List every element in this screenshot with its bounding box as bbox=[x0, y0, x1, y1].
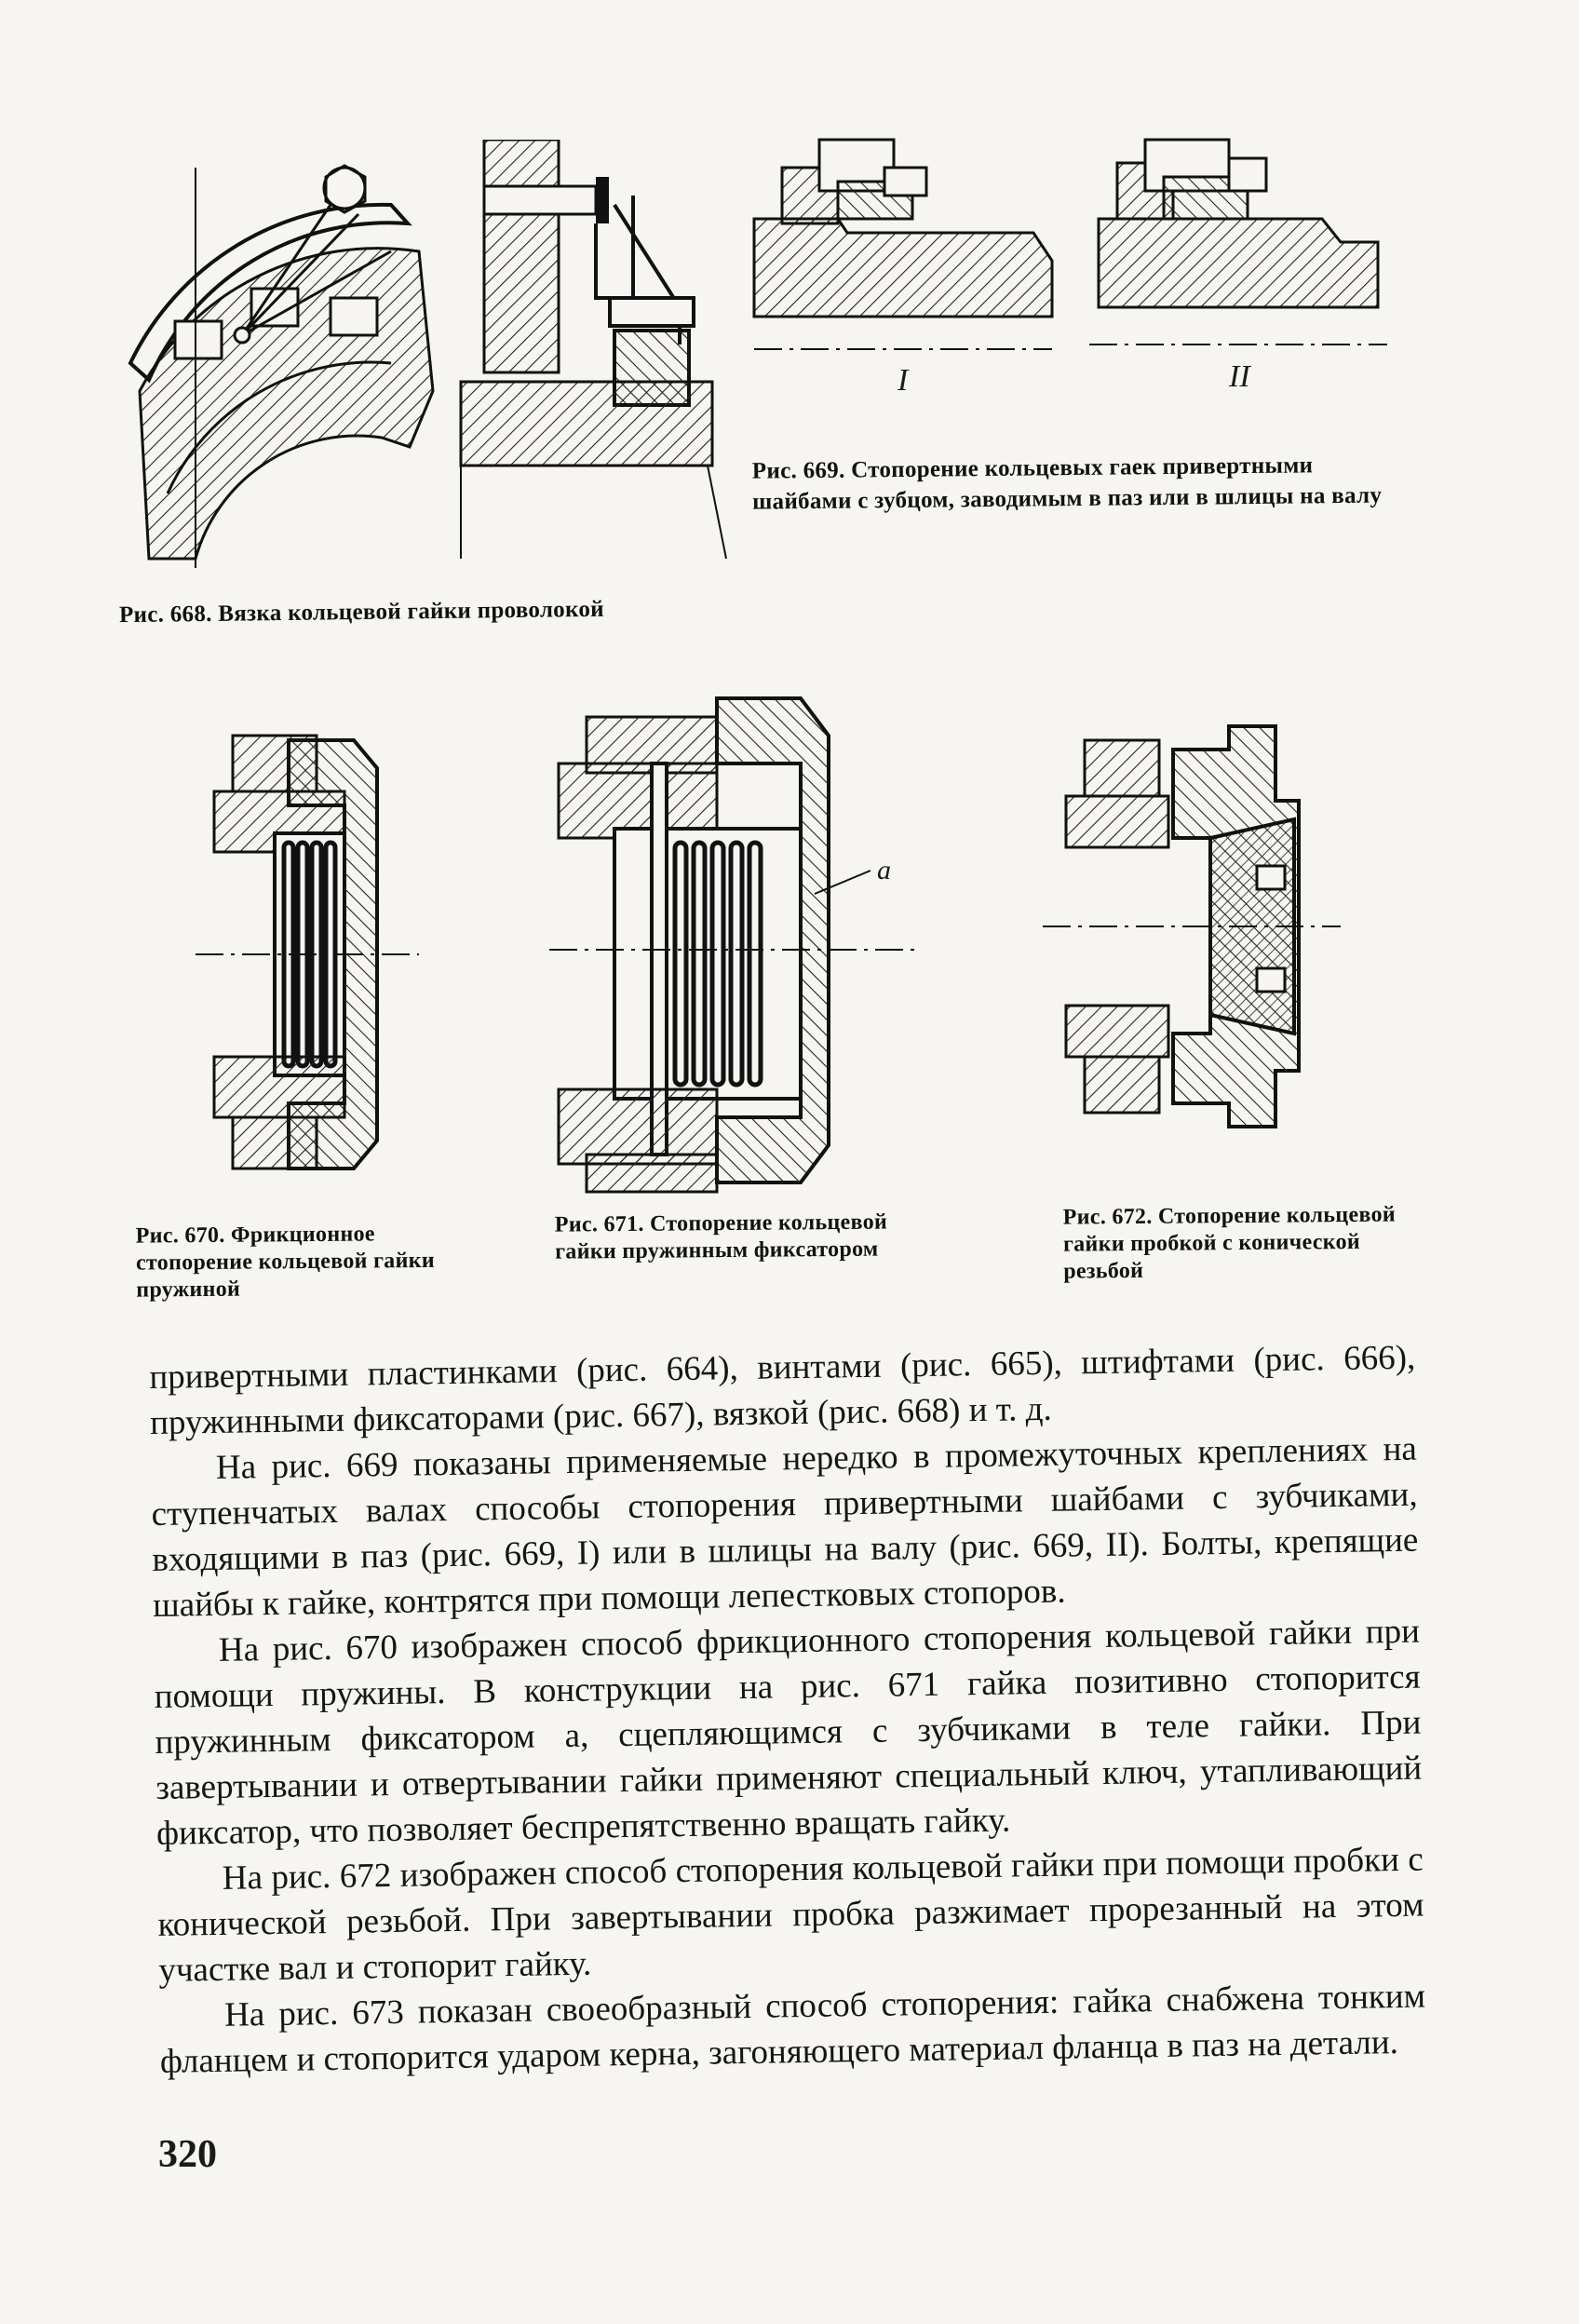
figure-671-drawing bbox=[549, 680, 922, 1201]
figure-669-drawing bbox=[745, 130, 1415, 428]
paragraph-4: На рис. 672 изображен способ стопорения … bbox=[157, 1840, 1424, 1990]
figure-670-drawing bbox=[186, 731, 428, 1178]
figure-669-caption: Рис. 669. Стопорение кольцевых гаек прив… bbox=[751, 453, 1383, 515]
figure-668-caption: Рис. 668. Вязка кольцевой гайки проволок… bbox=[118, 596, 605, 628]
figure-670-caption: Рис. 670. Фрикционное стопорение кольцев… bbox=[135, 1222, 436, 1303]
paragraph-3: На рис. 670 изображен способ фрикционног… bbox=[154, 1612, 1423, 1853]
figure-669-label-II: II bbox=[1229, 359, 1250, 394]
figure-668-drawing bbox=[112, 140, 447, 577]
paragraph-2: На рис. 669 показаны применяемые нередко… bbox=[151, 1429, 1419, 1625]
figure-668-bracket-drawing bbox=[456, 140, 736, 568]
paragraph-5: На рис. 673 показан своеобразный способ … bbox=[159, 1977, 1426, 2081]
figure-672-drawing bbox=[1043, 717, 1341, 1136]
page-number: 320 bbox=[158, 2133, 217, 2176]
figure-672-caption: Рис. 672. Стопорение кольцевой гайки про… bbox=[1062, 1202, 1397, 1284]
figure-671-leader-label: a bbox=[877, 855, 891, 885]
figure-669-label-I: I bbox=[897, 363, 909, 398]
body-text: привертными пластинками (рис. 664), винт… bbox=[149, 1335, 1426, 2085]
figure-671-caption: Рис. 671. Стопорение кольцевой гайки пру… bbox=[554, 1209, 888, 1264]
